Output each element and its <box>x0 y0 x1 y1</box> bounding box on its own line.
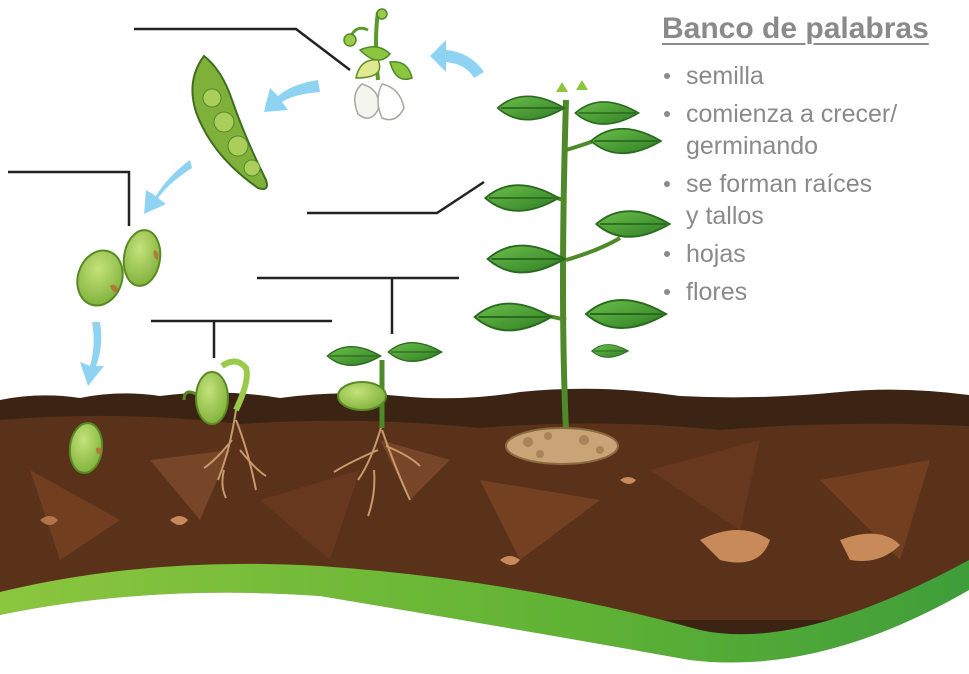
flower-illustration <box>343 8 413 121</box>
seedling-illustration <box>326 341 443 517</box>
label-lines <box>8 27 485 358</box>
pea-pod-illustration <box>191 54 268 190</box>
seeds-illustration <box>76 229 162 307</box>
cycle-arrows <box>80 40 484 386</box>
word-list: semilla comienza a crecer/ germinando se… <box>662 60 967 308</box>
word-item-hojas: hojas <box>662 238 967 270</box>
word-item-comienza-a-crecer: comienza a crecer/ germinando <box>662 98 967 162</box>
word-item-raices-y-tallos: se forman raíces y tallos <box>662 168 967 232</box>
label-line-flower <box>134 27 351 71</box>
arrow-plant-to-flower <box>430 40 484 78</box>
arrow-flower-to-pod <box>264 80 320 112</box>
word-bank-title: Banco de palabras <box>662 12 929 45</box>
germinating-seed-illustration <box>182 358 267 499</box>
label-line-seeds <box>8 170 131 226</box>
arrow-seeds-to-soil <box>80 322 104 386</box>
word-item-flores: flores <box>662 276 967 308</box>
grass-band <box>0 560 969 663</box>
arrow-pod-to-seeds <box>144 160 192 214</box>
mature-plant-illustration <box>473 80 671 465</box>
seed-in-soil-illustration <box>68 422 104 474</box>
label-line-mature-plant <box>307 180 485 215</box>
word-bank: Banco de palabras semilla comienza a cre… <box>662 12 967 314</box>
word-item-semilla: semilla <box>662 60 967 92</box>
